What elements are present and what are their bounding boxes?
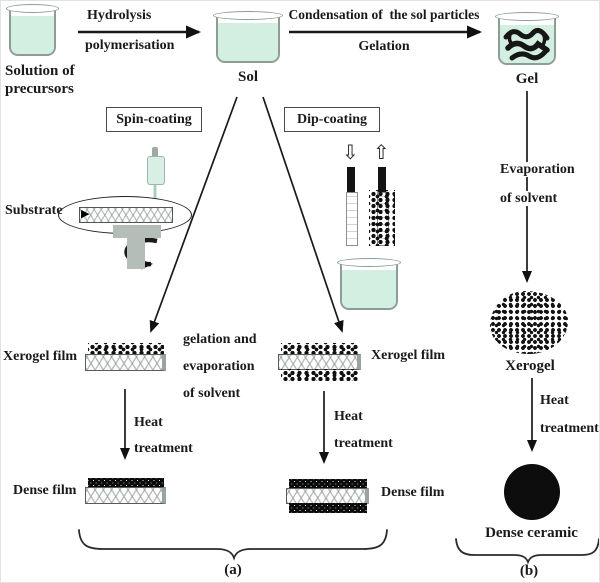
film-substrate-slab: [85, 487, 166, 504]
beaker-body: [498, 15, 556, 65]
xerogel-label: Xerogel: [505, 358, 555, 374]
beaker-body: [9, 7, 56, 56]
polymerisation-label: polymerisation: [85, 38, 175, 53]
evaporation-label-line2: of solvent: [498, 191, 560, 207]
heat-right-line2: treatment: [540, 421, 599, 436]
caption-a: (a): [224, 562, 242, 578]
substrate-film: [79, 207, 173, 223]
dip-rod-bare: [346, 192, 358, 246]
dip-sol-liquid: [342, 270, 396, 308]
gel-network-icon: [503, 27, 550, 61]
dropper-icon: [147, 156, 165, 185]
beaker-sol: [213, 11, 283, 63]
xerogel-film-dots: [88, 343, 164, 355]
gelation-note-line3: of solvent: [183, 386, 241, 401]
beaker-rim: [337, 258, 401, 267]
xerogel-film-mid: [278, 343, 366, 387]
beaker-precursors: [6, 4, 59, 56]
film-spread-arrow-icon: ▶: [81, 207, 90, 220]
xerogel-film-dots-bottom: [281, 369, 359, 381]
gelation-note-line1: gelation and: [183, 332, 257, 347]
beaker-body: [340, 261, 398, 310]
gel-label: Gel: [515, 71, 539, 87]
hydrolysis-label: Hydrolysis: [87, 8, 152, 23]
film-substrate-slab: [278, 354, 361, 370]
beaker-rim: [213, 11, 283, 20]
rod-cap-right: [378, 167, 386, 193]
condensation-label: Condensation of the sol particles: [288, 7, 480, 22]
substrate-label: Substrate: [5, 203, 63, 218]
gelation-note-line2: evaporation: [183, 359, 255, 374]
precursors-label-line2: precursors: [5, 81, 74, 97]
dense-ceramic-label: Dense ceramic: [485, 525, 578, 541]
xerogel-ball: [490, 291, 568, 354]
brace-a: [78, 529, 388, 561]
xerogel-film-left-label: Xerogel film: [3, 349, 77, 364]
spin-coating-box: Spin-coating: [106, 107, 202, 132]
heat-left-line2: treatment: [134, 441, 193, 456]
dense-film-left-label: Dense film: [13, 483, 77, 498]
sol-liquid-with-particles: [218, 23, 278, 61]
evaporation-label-line1: Evaporation: [498, 162, 577, 178]
arrow-sol-to-dip-film: [262, 96, 344, 333]
beaker-rim: [495, 12, 559, 21]
precursor-liquid: [11, 16, 54, 54]
precursors-label-line1: Solution of: [5, 63, 75, 79]
spin-coating-label: Spin-coating: [116, 111, 192, 127]
film-substrate-slab: [286, 488, 369, 504]
gelation-label: Gelation: [358, 39, 410, 54]
beaker-rim: [6, 4, 59, 13]
dense-film-mid: [286, 479, 374, 517]
caption-b: (b): [519, 563, 539, 579]
spindle-stem-icon: [127, 236, 145, 269]
heat-left-line1: Heat: [134, 415, 163, 430]
heat-mid-line1: Heat: [334, 409, 363, 424]
dense-film-dots-top: [289, 479, 367, 489]
film-substrate-slab: [85, 354, 166, 371]
dropper-tip-icon: [152, 147, 158, 158]
dense-film-dots-bottom: [289, 503, 367, 513]
dip-coating-box: Dip-coating: [284, 107, 380, 132]
rod-cap-left: [347, 167, 355, 193]
beaker-body: [216, 14, 280, 63]
xerogel-film-left: [85, 343, 171, 377]
xerogel-film-dots-top: [281, 343, 359, 355]
dense-film-left: [85, 478, 171, 508]
arrow-sol-to-spin-film: [149, 96, 238, 333]
spindle-top-icon: [113, 225, 161, 238]
dip-coating-label: Dip-coating: [297, 111, 367, 127]
dip-rod-coating-dots: [369, 190, 395, 246]
dip-up-arrow-icon: ⇧: [373, 140, 390, 164]
dip-down-arrow-icon: ⇩: [342, 140, 359, 164]
beaker-dip-sol: [337, 258, 401, 310]
xerogel-film-mid-label: Xerogel film: [371, 348, 445, 363]
sol-label: Sol: [237, 69, 258, 85]
dense-film-mid-label: Dense film: [381, 485, 445, 500]
dense-ceramic-ball: [504, 464, 560, 520]
heat-mid-line2: treatment: [334, 436, 393, 451]
dense-film-dots: [88, 478, 164, 488]
heat-right-line1: Heat: [540, 393, 569, 408]
brace-b: [455, 538, 599, 565]
beaker-gel: [495, 12, 559, 65]
